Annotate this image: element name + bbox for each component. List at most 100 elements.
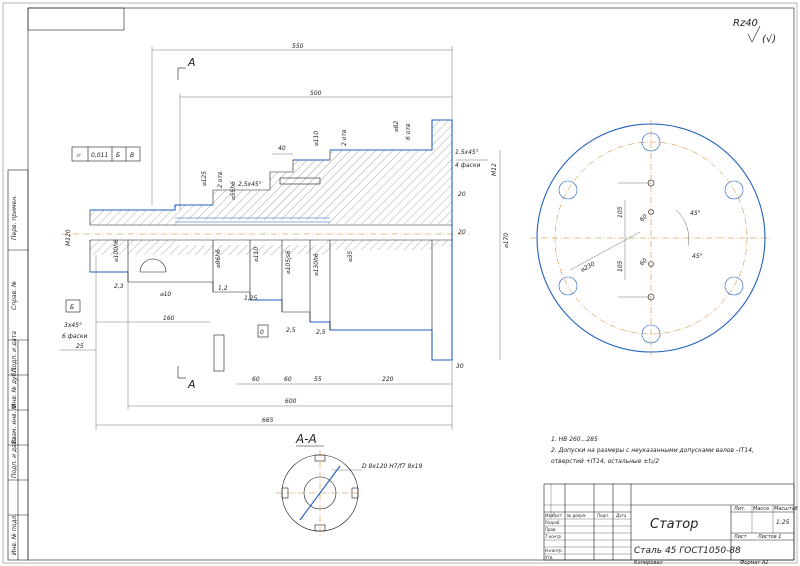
dim-6faski: 6 фаски bbox=[62, 333, 87, 340]
tb-sheet: Лист bbox=[733, 534, 748, 540]
dim-phi96: ⌀96h6 bbox=[215, 249, 222, 268]
tol-datum-b: Б bbox=[116, 152, 120, 159]
dim-2otv-b: 2 отв bbox=[341, 129, 348, 146]
dim-30: 30 bbox=[456, 363, 464, 370]
dim-3x45: 3x45° bbox=[64, 322, 82, 329]
tb-r3: Т.контр. bbox=[545, 534, 562, 539]
shaft-lower-hatch bbox=[90, 240, 452, 255]
flange-end-view: ⌀230 105 105 60 60 45° 45° bbox=[530, 120, 772, 356]
section-letter-bottom: A bbox=[187, 378, 196, 391]
datum-d-label: 0 bbox=[260, 329, 264, 336]
dim-230: ⌀230 bbox=[580, 260, 597, 273]
dim-phi55: ⌀55h6 bbox=[230, 181, 237, 200]
datum-b: Б bbox=[65, 299, 81, 313]
dim-2-5a: 2,5 bbox=[286, 327, 296, 334]
title-block: Изм. Лист № докум. Подп. Дата Разраб. Пр… bbox=[543, 483, 798, 566]
tb-role-4: Подп. bbox=[597, 513, 609, 518]
dim-phi100: ⌀100h6 bbox=[113, 239, 120, 262]
dim-6otv: 6 отв bbox=[405, 123, 412, 140]
dim-600: 600 bbox=[285, 398, 297, 405]
spline-spec: D 8x120 H7/f7 8x19 bbox=[362, 463, 423, 470]
roughness-mark: Rz40 (√) bbox=[733, 18, 776, 45]
tb-r4: Н.контр. bbox=[545, 548, 563, 553]
dim-phi35: ⌀35 bbox=[347, 251, 354, 262]
shaft-section-view bbox=[62, 119, 470, 361]
dim-25x45: 2,5x45° bbox=[238, 181, 262, 188]
dim-105a: 105 bbox=[617, 206, 624, 218]
section-mark-bottom: A bbox=[177, 366, 196, 391]
dim-2-5b: 2,5 bbox=[316, 329, 326, 336]
dim-1-2: 1,2 bbox=[218, 285, 228, 292]
tol-datum-v: В bbox=[130, 152, 134, 159]
tol-frame-small bbox=[213, 334, 225, 372]
dim-125: ⌀125 bbox=[201, 171, 208, 186]
dim-500: 500 bbox=[310, 90, 322, 97]
dimension-lines bbox=[60, 46, 501, 430]
side-stamp: Перв. примен. Справ. № Подп. и дата Инв.… bbox=[8, 195, 28, 560]
dim-4faski: 4 фаски bbox=[455, 162, 480, 169]
dim-M120: M120 bbox=[65, 229, 72, 246]
shaft-upper-hatch bbox=[90, 120, 452, 225]
dim-220: 220 bbox=[382, 376, 394, 383]
note-1: 1. HB 260...285 bbox=[551, 436, 598, 443]
tb-sheets: Листов 1 bbox=[757, 534, 781, 540]
side-stamp-2: Справ. № bbox=[11, 281, 18, 310]
tb-r2: Пров. bbox=[545, 527, 557, 532]
dim-2otv-a: 2 отв bbox=[217, 171, 224, 188]
dim-105b: 105 bbox=[617, 260, 624, 272]
tb-role-3: № докум. bbox=[566, 513, 587, 518]
ang-45a: 45° bbox=[690, 210, 701, 217]
part-material: Сталь 45 ГОСТ1050-88 bbox=[634, 546, 741, 556]
tb-copied: Копировал bbox=[634, 560, 663, 566]
tol-symbol: ⌭ bbox=[76, 152, 82, 159]
dim-110: ⌀110 bbox=[313, 131, 320, 146]
side-stamp-4: Инв. № дубл. bbox=[11, 367, 18, 408]
tb-role-2: Лист bbox=[551, 513, 563, 518]
tb-r1: Разраб. bbox=[545, 520, 561, 525]
ang-45b: 45° bbox=[692, 253, 703, 260]
tolerance-frame: ⌭ 0,011 Б В bbox=[71, 146, 141, 162]
inner-frame bbox=[27, 7, 795, 561]
note-2: 2. Допуски на размеры с неуказанными доп… bbox=[551, 447, 754, 454]
technical-notes: 1. HB 260...285 2. Допуски на размеры с … bbox=[551, 436, 754, 465]
bolt-hole-3 bbox=[558, 180, 578, 200]
dim-55: 55 bbox=[314, 376, 322, 383]
tol-value: 0,011 bbox=[91, 152, 108, 159]
side-stamp-3: Подп. и дата bbox=[11, 331, 18, 372]
dim-60c: 60 bbox=[638, 213, 648, 223]
side-stamp-1: Перв. примен. bbox=[11, 195, 18, 240]
tb-r5: Утв. bbox=[545, 555, 553, 560]
dim-phi10: ⌀10 bbox=[160, 291, 171, 298]
dim-M12: M12 bbox=[491, 163, 498, 176]
section-title: A-A bbox=[295, 432, 317, 446]
tb-mass: Масса bbox=[753, 506, 769, 512]
bolt-hole-5 bbox=[558, 276, 578, 296]
dim-1-25: 1,25 bbox=[244, 295, 258, 302]
dim-phi130: ⌀130h6 bbox=[313, 253, 320, 276]
datum-d: 0 bbox=[257, 324, 269, 338]
top-left-stamp bbox=[27, 7, 125, 31]
bolt-hole-6 bbox=[724, 276, 744, 296]
section-mark-top: A bbox=[177, 56, 196, 80]
tb-scale: 1:25 bbox=[776, 519, 790, 526]
side-stamp-6: Подп. и дата bbox=[11, 437, 18, 478]
keyway bbox=[139, 258, 167, 273]
section-letter-top: A bbox=[187, 56, 196, 69]
bolt-hole-1 bbox=[641, 132, 661, 152]
dim-160: 160 bbox=[163, 315, 175, 322]
bolt-hole-2 bbox=[641, 324, 661, 344]
dim-40: 40 bbox=[278, 145, 286, 152]
shaft-blue-contour bbox=[90, 119, 453, 361]
tb-role-5: Дата bbox=[615, 513, 627, 518]
bolt-hole-4 bbox=[724, 180, 744, 200]
dim-82: ⌀82 bbox=[393, 121, 400, 132]
dim-60b: 60 bbox=[284, 376, 292, 383]
part-name: Статор bbox=[650, 517, 698, 532]
side-stamp-7: Инв. № подл. bbox=[11, 514, 18, 555]
dim-60a: 60 bbox=[252, 376, 260, 383]
dim-20b: 20 bbox=[458, 229, 466, 236]
section-a-a: A-A D 8x120 H7/f7 8x19 bbox=[276, 432, 423, 536]
roughness-bracket: (√) bbox=[762, 34, 776, 45]
dim-phi110: ⌀110 bbox=[253, 247, 260, 262]
